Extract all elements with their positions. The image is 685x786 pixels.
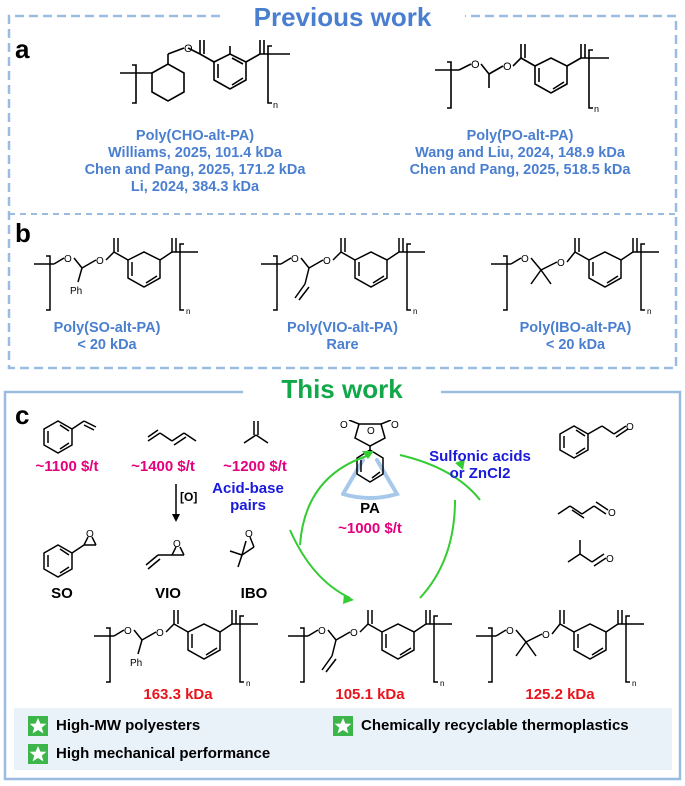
- vio-note: Rare: [326, 337, 359, 353]
- svg-text:n: n: [594, 104, 599, 114]
- svg-text:O: O: [521, 254, 529, 265]
- price-styrene: ~1100 $/t: [35, 458, 99, 475]
- feature-recyclable: Chemically recyclable thermoplastics: [361, 717, 629, 734]
- catalyst-recycling: Sulfonic acids or ZnCl2: [429, 448, 531, 482]
- phthalic-anhydride-structure: O O O: [340, 420, 401, 500]
- svg-text:O: O: [323, 256, 331, 267]
- svg-text:O: O: [367, 426, 375, 437]
- this-work-title: This work: [281, 374, 403, 404]
- poly-vio-pa-this-work: O O n: [288, 610, 452, 688]
- poly-cho-pa-structure: O n: [120, 40, 290, 110]
- previous-work-title: Previous work: [253, 2, 432, 32]
- svg-text:n: n: [632, 679, 636, 688]
- svg-text:O: O: [291, 254, 299, 265]
- phenyl-label: Ph: [70, 286, 82, 297]
- subscript-n: n: [273, 100, 278, 110]
- so-caption: Poly(SO-alt-PA) < 20 kDa: [22, 320, 192, 354]
- svg-text:O: O: [471, 59, 480, 71]
- svg-text:O: O: [608, 508, 616, 519]
- po-caption: Poly(PO-alt-PA) Wang and Liu, 2024, 148.…: [375, 128, 665, 179]
- cho-ref-1: Williams, 2025, 101.4 kDa: [108, 145, 282, 161]
- svg-text:O: O: [184, 43, 193, 55]
- svg-text:n: n: [246, 679, 250, 688]
- cho-ref-2: Chen and Pang, 2025, 171.2 kDa: [84, 162, 306, 178]
- po-name: Poly(PO-alt-PA): [466, 128, 574, 144]
- poly-ibo-pa-this-work: O O n: [476, 610, 644, 688]
- feature-mechanical: High mechanical performance: [56, 745, 271, 762]
- poly-vio-pa-structure: O O n: [261, 238, 425, 316]
- panel-c-label: c: [15, 400, 30, 430]
- mw-poly-so-pa: 163.3 kDa: [143, 686, 213, 703]
- cho-ref-3: Li, 2024, 384.3 kDa: [130, 179, 260, 195]
- so-label: SO: [51, 585, 73, 602]
- vio-name: Poly(VIO-alt-PA): [287, 320, 398, 336]
- poly-po-pa-structure: O O n: [435, 44, 609, 114]
- star-check-icon: [28, 716, 48, 736]
- svg-text:O: O: [318, 626, 326, 637]
- ibo-name: Poly(IBO-alt-PA): [519, 320, 632, 336]
- oxidation-label: [O]: [180, 490, 198, 504]
- price-pa: ~1000 $/t: [338, 520, 402, 537]
- so-name: Poly(SO-alt-PA): [53, 320, 161, 336]
- ibo-note: < 20 kDa: [545, 337, 606, 353]
- svg-text:n: n: [186, 307, 190, 316]
- svg-text:n: n: [413, 307, 417, 316]
- cho-name: Poly(CHO-alt-PA): [135, 128, 255, 144]
- mw-poly-vio-pa: 105.1 kDa: [335, 686, 405, 703]
- aldehyde-products: O O O: [557, 422, 634, 567]
- poly-so-pa-structure: O O Ph n: [34, 238, 198, 316]
- epoxide-monomers: O O O: [43, 529, 255, 578]
- svg-text:Ph: Ph: [130, 658, 142, 669]
- panel-b-label: b: [15, 218, 31, 248]
- oxidation-arrow: [172, 484, 180, 522]
- po-ref-2: Chen and Pang, 2025, 518.5 kDa: [409, 162, 631, 178]
- svg-text:n: n: [647, 307, 651, 316]
- pa-label: PA: [360, 500, 380, 517]
- feature-high-mw: High-MW polyesters: [56, 717, 201, 734]
- svg-text:O: O: [156, 628, 164, 639]
- svg-text:O: O: [86, 529, 94, 540]
- vio-label: VIO: [155, 585, 181, 602]
- star-check-icon: [28, 744, 48, 764]
- po-ref-1: Wang and Liu, 2024, 148.9 kDa: [415, 145, 625, 161]
- svg-text:O: O: [626, 422, 634, 433]
- svg-text:O: O: [503, 61, 512, 73]
- poly-ibo-pa-structure: O O n: [491, 238, 659, 316]
- catalyst-acid-base-pairs: Acid-base pairs: [212, 480, 284, 514]
- svg-text:n: n: [440, 679, 444, 688]
- svg-text:O: O: [64, 254, 72, 265]
- svg-text:O: O: [350, 628, 358, 639]
- svg-text:O: O: [340, 420, 348, 431]
- svg-text:O: O: [391, 420, 399, 431]
- mw-poly-ibo-pa: 125.2 kDa: [525, 686, 595, 703]
- ibo-caption: Poly(IBO-alt-PA) < 20 kDa: [488, 320, 663, 354]
- price-butadiene: ~1400 $/t: [131, 458, 195, 475]
- ibo-label: IBO: [240, 585, 268, 602]
- svg-text:O: O: [96, 256, 104, 267]
- svg-text:O: O: [173, 539, 181, 550]
- vio-caption: Poly(VIO-alt-PA) Rare: [255, 320, 430, 354]
- svg-text:O: O: [124, 626, 132, 637]
- cho-caption: Poly(CHO-alt-PA) Williams, 2025, 101.4 k…: [60, 128, 330, 196]
- poly-so-pa-this-work: O O Ph n: [94, 610, 258, 688]
- svg-text:O: O: [557, 258, 565, 269]
- svg-text:O: O: [606, 554, 614, 565]
- alkene-feedstocks: [43, 420, 269, 454]
- star-check-icon: [333, 716, 353, 736]
- price-isobutylene: ~1200 $/t: [223, 458, 287, 475]
- so-note: < 20 kDa: [77, 337, 137, 353]
- svg-text:O: O: [245, 529, 253, 540]
- svg-text:O: O: [542, 630, 550, 641]
- panel-a-label: a: [15, 34, 30, 64]
- svg-text:O: O: [506, 626, 514, 637]
